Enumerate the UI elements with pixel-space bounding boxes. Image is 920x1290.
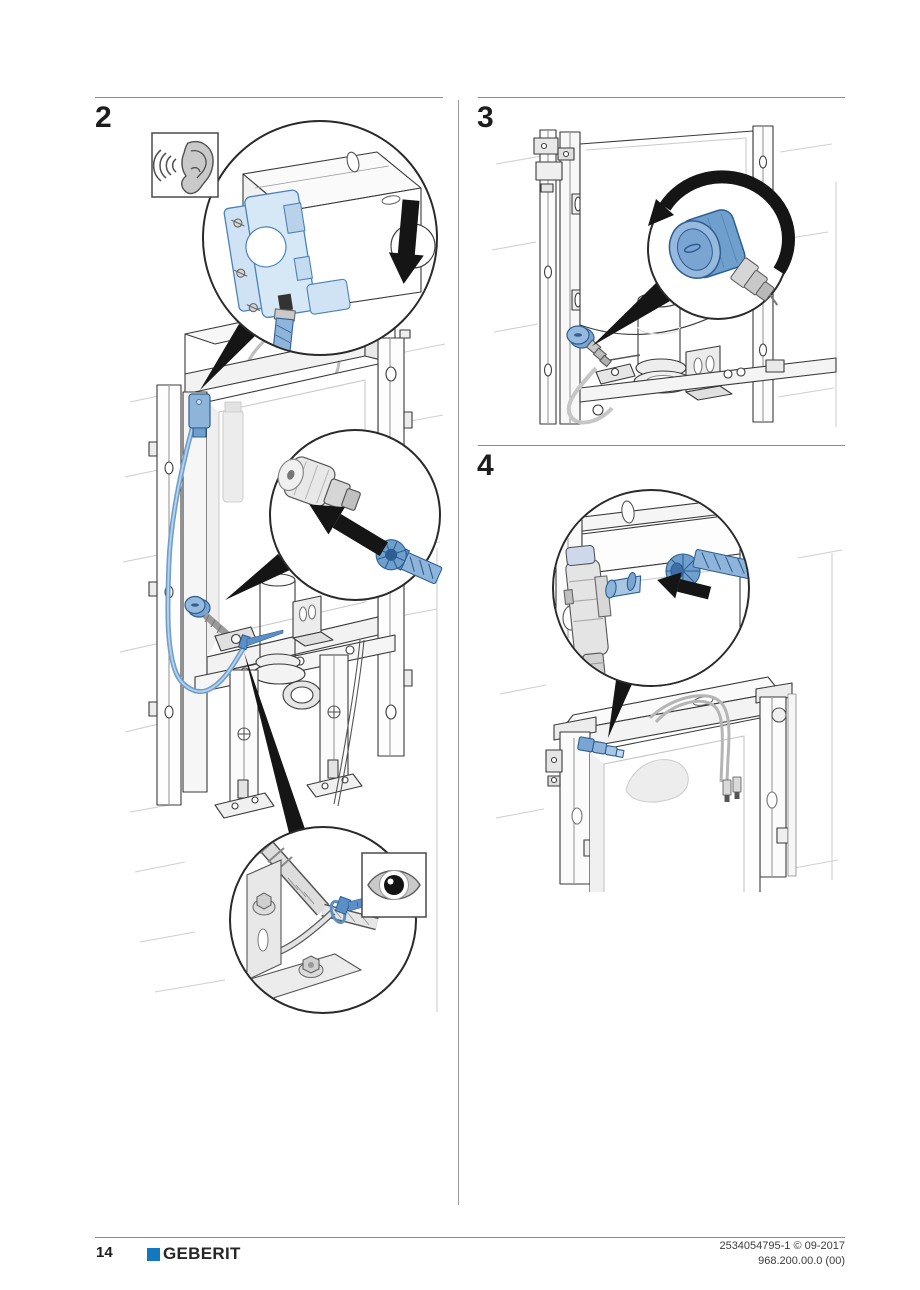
wall-lines — [496, 550, 842, 880]
detail-circle-connect-hose — [270, 430, 445, 600]
pointer-wedge — [200, 324, 255, 390]
down-arrow-icon — [388, 199, 424, 284]
step-2-illustration — [95, 112, 445, 1022]
connect-up-left-arrow-icon — [309, 504, 388, 557]
doc-reference-line2: 968.200.00.0 (00) — [758, 1254, 845, 1267]
step-4-illustration — [478, 468, 845, 892]
ear-box — [152, 133, 218, 197]
step-3-illustration — [478, 122, 845, 434]
step-2-rule — [95, 97, 443, 98]
eye-box — [362, 853, 426, 917]
step-3-number: 3 — [477, 101, 494, 134]
column-divider — [458, 100, 459, 1205]
detail-circle-insert-valve — [203, 121, 437, 356]
page-number: 14 — [96, 1244, 113, 1261]
hose-fitting-blue — [371, 535, 444, 590]
connect-left-arrow-icon — [657, 572, 712, 600]
detail-circle-connect-supply — [536, 490, 755, 708]
rotate-counterclockwise-arrow-icon — [648, 177, 788, 271]
pointer-wedge — [244, 652, 305, 833]
frame-top-drawing — [546, 677, 796, 892]
pointer-wedge — [592, 283, 670, 346]
brand-name: GEBERIT — [163, 1244, 241, 1263]
doc-reference-line1: 2534054795-1 © 09-2017 — [719, 1240, 845, 1252]
fill-valve-highlighted — [222, 184, 350, 326]
step-4-rule — [478, 445, 845, 446]
step-3-rule — [478, 97, 845, 98]
supply-connector-blue — [604, 549, 748, 603]
step-2-number: 2 — [95, 101, 112, 134]
doc-reference: 2534054795-1 © 09-2017 968.200.00.0 (00) — [719, 1239, 845, 1268]
supply-valve-knob — [185, 597, 210, 618]
pointer-wedge — [225, 554, 290, 600]
pointer-wedge — [608, 680, 632, 738]
eye-icon — [368, 871, 420, 900]
detail-circle-cable-tie — [230, 827, 426, 1013]
shutoff-valve-knob — [567, 326, 594, 348]
footer-rule — [95, 1237, 845, 1238]
detail-circle-open-valve — [648, 177, 789, 319]
geberit-logo: GEBERIT — [147, 1244, 241, 1264]
step-4-number: 4 — [477, 449, 494, 482]
valve-knob-large — [662, 207, 748, 286]
corner-valve — [189, 394, 210, 437]
ear-icon — [154, 142, 213, 194]
fill-valve-body — [560, 544, 618, 686]
hose-connector-on-frame — [577, 737, 625, 758]
logo-square-icon — [147, 1247, 160, 1261]
